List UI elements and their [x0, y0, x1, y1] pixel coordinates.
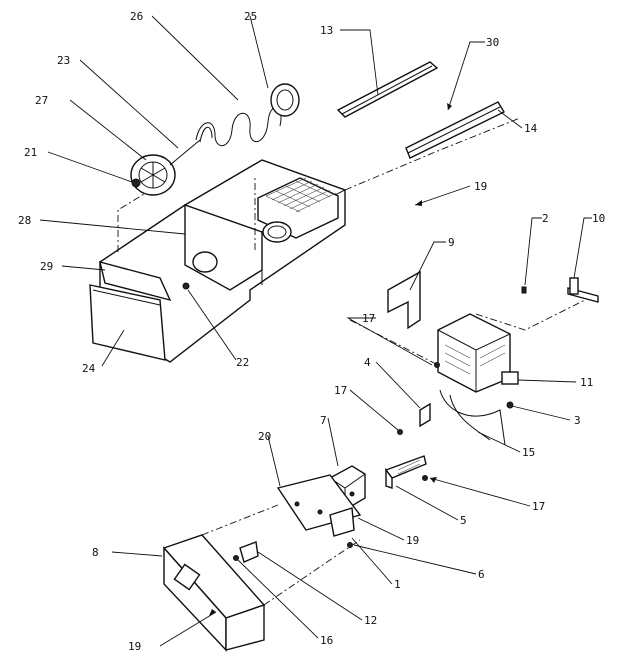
motor-housing-assembly — [162, 465, 366, 652]
callout-7: 7 — [320, 414, 327, 427]
callout-20: 20 — [258, 430, 271, 443]
callout-22: 22 — [236, 356, 249, 369]
leader-lines — [39, 15, 592, 647]
leader-arrowheads — [209, 103, 452, 616]
mounting-rails — [336, 61, 505, 159]
auger-assembly — [130, 83, 300, 196]
callout-19-bottom: 19 — [128, 640, 141, 653]
callout-24: 24 — [82, 362, 96, 375]
callout-14: 14 — [524, 122, 538, 135]
callout-17-right: 17 — [532, 500, 545, 513]
callout-30: 30 — [486, 36, 499, 49]
callout-11: 11 — [580, 376, 593, 389]
callout-4: 4 — [364, 356, 371, 369]
callout-2: 2 — [542, 212, 549, 225]
callout-1: 1 — [394, 578, 401, 591]
callout-3: 3 — [574, 414, 581, 427]
callout-6: 6 — [478, 568, 485, 581]
front-panel — [89, 284, 166, 361]
callout-29: 29 — [40, 260, 53, 273]
callout-21: 21 — [24, 146, 37, 159]
callout-8: 8 — [92, 546, 99, 559]
ice-container-assembly — [89, 117, 521, 363]
callout-17-mid: 17 — [334, 384, 347, 397]
callout-5: 5 — [460, 514, 467, 527]
callout-12: 12 — [364, 614, 377, 627]
callout-19-top: 19 — [474, 180, 487, 193]
callout-10: 10 — [592, 212, 605, 225]
callout-28: 28 — [18, 214, 31, 227]
callout-23: 23 — [57, 54, 70, 67]
callout-labels: 26 25 23 27 21 13 30 14 19 28 29 24 22 2… — [18, 10, 605, 653]
callout-13: 13 — [320, 24, 333, 37]
callout-26: 26 — [130, 10, 143, 23]
bracket-5 — [384, 455, 427, 489]
callout-27: 27 — [35, 94, 48, 107]
callout-25: 25 — [244, 10, 257, 23]
callout-19-mid: 19 — [406, 534, 419, 547]
ice-maker-assembly — [349, 270, 599, 481]
callout-17-left: 17 — [362, 312, 375, 325]
callout-15: 15 — [522, 446, 535, 459]
callout-9: 9 — [448, 236, 455, 249]
callout-16: 16 — [320, 634, 333, 647]
